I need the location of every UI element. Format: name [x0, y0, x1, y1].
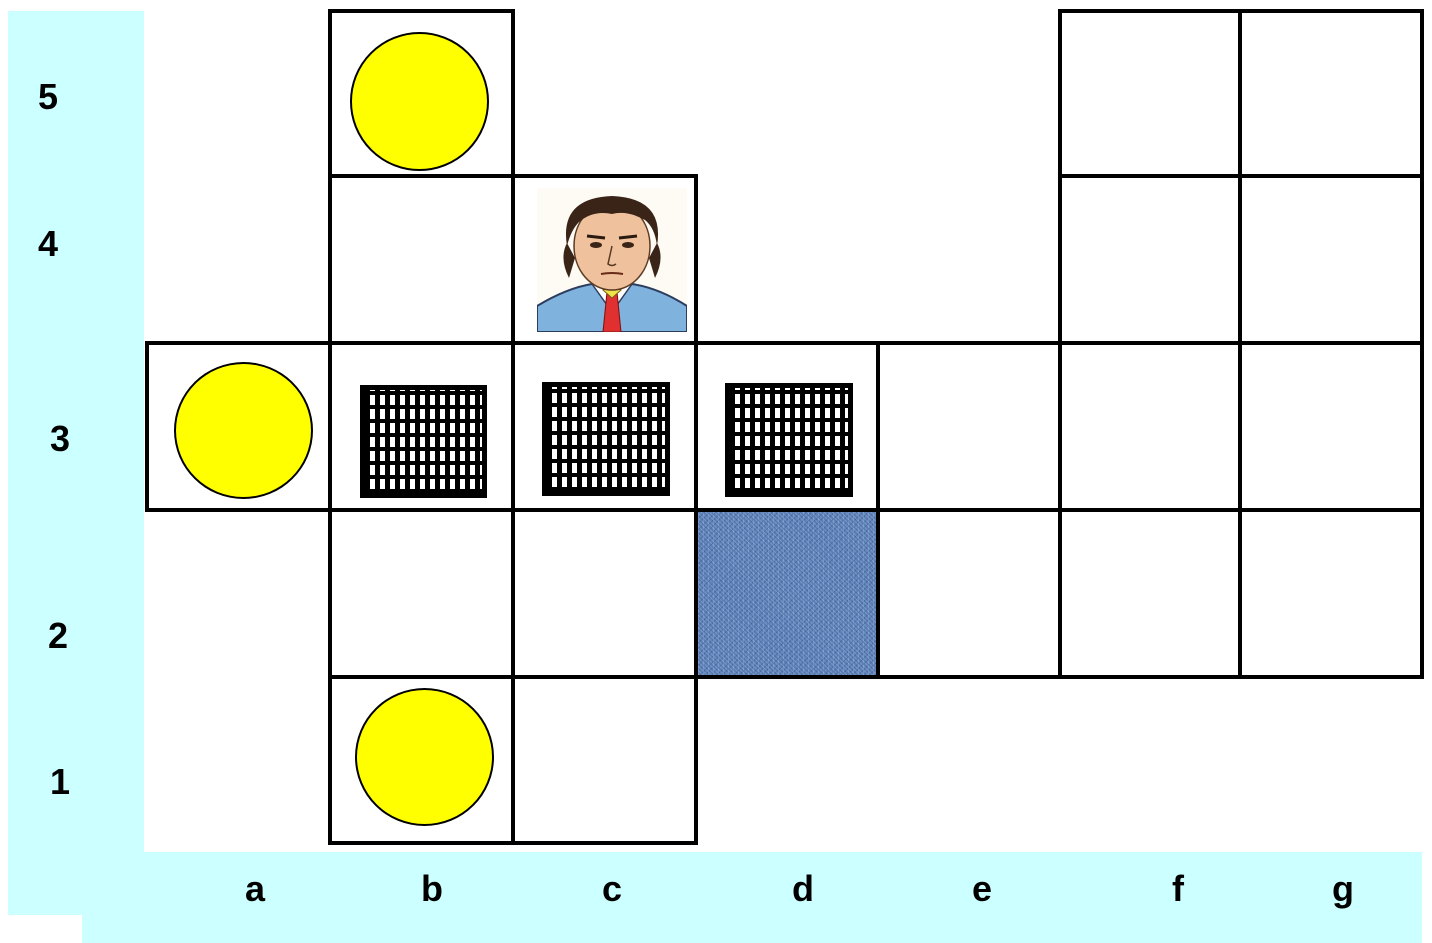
column-label-b: b [421, 871, 443, 907]
cell-g2[interactable] [1238, 508, 1424, 679]
cell-c2[interactable] [511, 508, 698, 679]
cell-b1[interactable] [328, 675, 515, 845]
cell-b3[interactable] [328, 341, 515, 512]
cell-e3[interactable] [876, 341, 1062, 512]
cell-e2[interactable] [876, 508, 1062, 679]
cell-g5[interactable] [1238, 9, 1424, 178]
cell-a3[interactable] [145, 341, 332, 512]
row-label-1: 1 [50, 764, 70, 800]
column-label-f: f [1172, 871, 1184, 907]
crate-icon [360, 385, 487, 498]
crate-icon [725, 383, 853, 497]
water-tile[interactable] [694, 508, 880, 679]
cell-b2[interactable] [328, 508, 515, 679]
row-label-3: 3 [50, 421, 70, 457]
cell-d3[interactable] [694, 341, 880, 512]
column-label-e: e [972, 871, 992, 907]
cell-c4[interactable] [511, 174, 698, 345]
cell-c1[interactable] [511, 675, 698, 845]
coin-icon [174, 362, 313, 499]
cell-f5[interactable] [1058, 9, 1242, 178]
cell-g3[interactable] [1238, 341, 1424, 512]
column-label-a: a [245, 871, 265, 907]
row-label-4: 4 [38, 226, 58, 262]
cell-g4[interactable] [1238, 174, 1424, 345]
cell-c3[interactable] [511, 341, 698, 512]
cell-f4[interactable] [1058, 174, 1242, 345]
column-label-d: d [792, 871, 814, 907]
cell-b5[interactable] [328, 9, 515, 178]
row-label-panel [8, 11, 144, 915]
coin-icon [355, 688, 494, 826]
cell-f3[interactable] [1058, 341, 1242, 512]
column-label-c: c [602, 871, 622, 907]
cell-f2[interactable] [1058, 508, 1242, 679]
column-label-g: g [1332, 871, 1354, 907]
column-label-panel [82, 852, 1422, 943]
coin-icon [350, 32, 489, 171]
row-label-5: 5 [38, 79, 58, 115]
player-portrait [537, 188, 687, 332]
row-label-2: 2 [48, 618, 68, 654]
crate-icon [542, 382, 670, 496]
cell-b4[interactable] [328, 174, 515, 345]
